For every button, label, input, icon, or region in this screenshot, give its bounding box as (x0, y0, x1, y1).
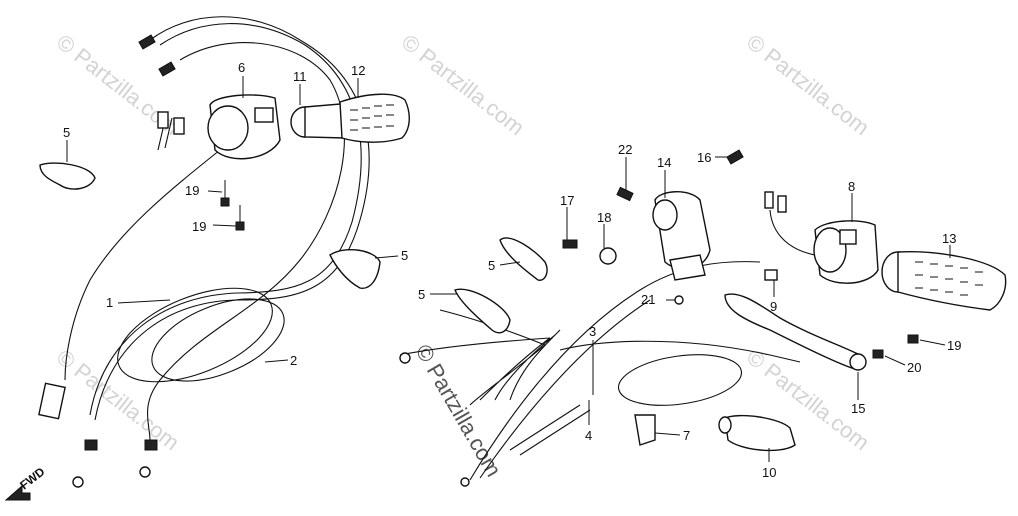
callout-5b: 5 (401, 248, 408, 263)
callouts: 5 1 2 6 11 12 19 19 5 5 5 3 4 7 17 18 22… (63, 60, 961, 480)
callout-9: 9 (770, 299, 777, 314)
callout-8: 8 (848, 179, 855, 194)
right-grip (881, 251, 1007, 311)
callout-19a: 19 (185, 183, 199, 198)
callout-6: 6 (238, 60, 245, 75)
callout-3: 3 (589, 324, 596, 339)
throttle-cables (38, 16, 370, 488)
callout-17: 16 (697, 150, 711, 165)
callout-1: 1 (106, 295, 113, 310)
callout-12: 13 (942, 231, 956, 246)
watermark-6: © Partzilla.com (411, 340, 507, 481)
small-parts (454, 149, 919, 452)
callout-14: 15 (851, 401, 865, 416)
callout-15: 10 (762, 465, 776, 480)
lever-holder (652, 191, 711, 281)
watermark-3: © Partzilla.com (742, 29, 874, 140)
callout-21: 21 (641, 292, 655, 307)
left-clamps (39, 162, 381, 289)
callout-19b: 19 (192, 219, 206, 234)
callout-5c: 5 (488, 258, 495, 273)
callout-2: 2 (290, 353, 297, 368)
forward-direction-indicator: FWD (4, 464, 48, 501)
forward-arrow-icon (4, 484, 31, 501)
watermarks: © Partzilla.com © Partzilla.com © Partzi… (52, 29, 874, 481)
callout-18: 18 (597, 210, 611, 225)
fwd-label: FWD (17, 464, 47, 492)
clutch-lever (724, 293, 867, 371)
left-switch-housing (157, 94, 281, 160)
callout-10: 11 (293, 69, 307, 84)
callout-7: 7 (683, 428, 690, 443)
callout-20: 20 (907, 360, 921, 375)
callout-16: 17 (560, 193, 574, 208)
callout-11: 12 (351, 63, 365, 78)
callout-22: 22 (618, 142, 632, 157)
callout-19c: 19 (947, 338, 961, 353)
callout-13: 14 (657, 155, 671, 170)
callout-5a: 5 (63, 125, 70, 140)
leader-lines (66, 76, 951, 462)
left-screws (220, 180, 245, 231)
right-switch-housing (764, 191, 879, 284)
watermark-2: © Partzilla.com (397, 29, 529, 140)
callout-5d: 5 (418, 287, 425, 302)
throttle-grip (290, 93, 410, 143)
callout-4: 4 (585, 428, 592, 443)
